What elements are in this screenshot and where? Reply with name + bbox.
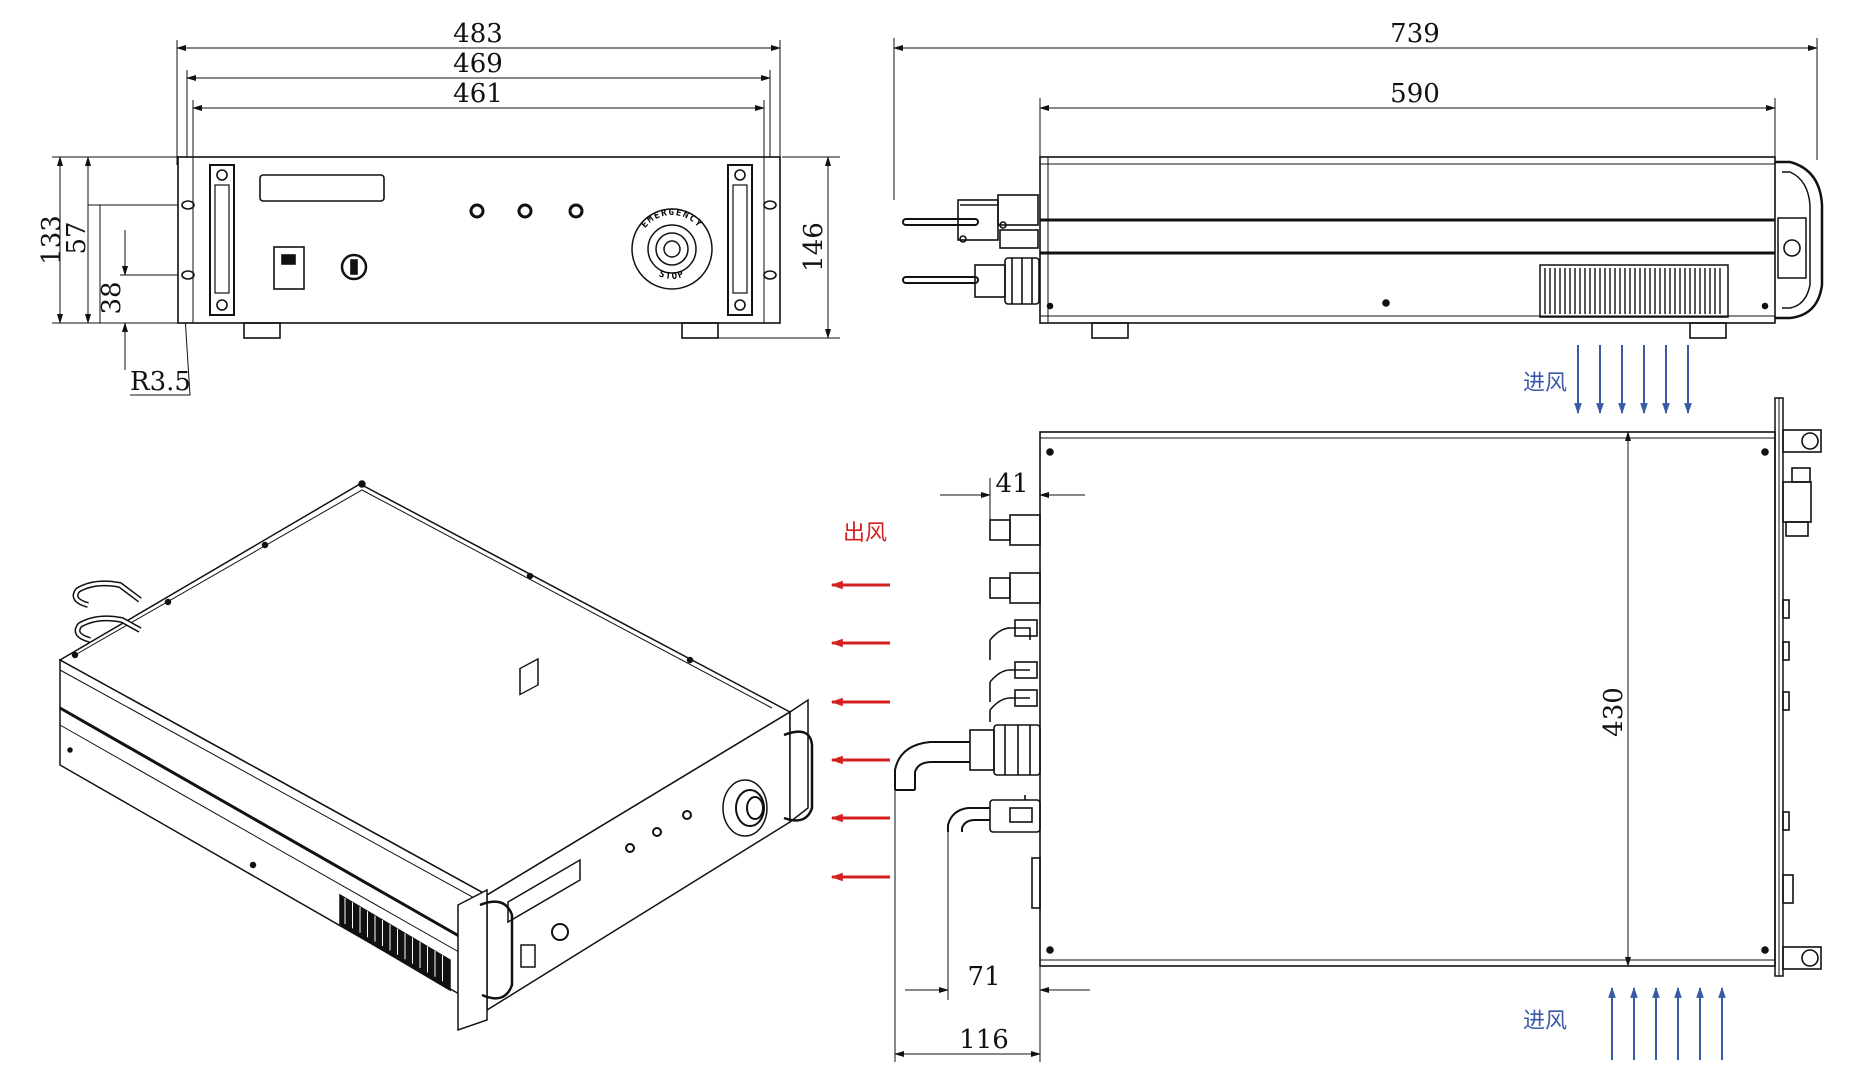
stop-label: STOP <box>658 269 687 282</box>
dim-height-146: 146 <box>799 222 829 272</box>
dim-width-469: 469 <box>453 49 503 79</box>
dim-430: 430 <box>1599 687 1629 737</box>
airflow-inlet-top <box>1574 345 1692 415</box>
inlet-label-top: 进风 <box>1523 371 1567 396</box>
dim-41: 41 <box>995 469 1028 499</box>
dim-width-483: 483 <box>453 19 503 49</box>
front-view <box>52 40 840 396</box>
dim-length-739: 739 <box>1390 19 1440 49</box>
dim-height-38: 38 <box>97 281 127 314</box>
dim-radius-r3-5: R3.5 <box>130 367 191 397</box>
dim-length-590: 590 <box>1390 79 1440 109</box>
airflow-outlet <box>830 580 890 882</box>
isometric-view <box>58 480 814 1032</box>
inlet-label-bottom: 进风 <box>1523 1009 1567 1034</box>
dim-116: 116 <box>959 1025 1009 1055</box>
dim-height-57: 57 <box>62 221 92 254</box>
dim-width-461: 461 <box>453 79 503 109</box>
side-view <box>893 38 1824 339</box>
airflow-inlet-bottom <box>1608 986 1726 1060</box>
top-view <box>894 397 1822 1062</box>
dim-71: 71 <box>967 962 1000 992</box>
dim-height-133: 133 <box>37 215 67 265</box>
outlet-label: 出风 <box>843 521 887 546</box>
